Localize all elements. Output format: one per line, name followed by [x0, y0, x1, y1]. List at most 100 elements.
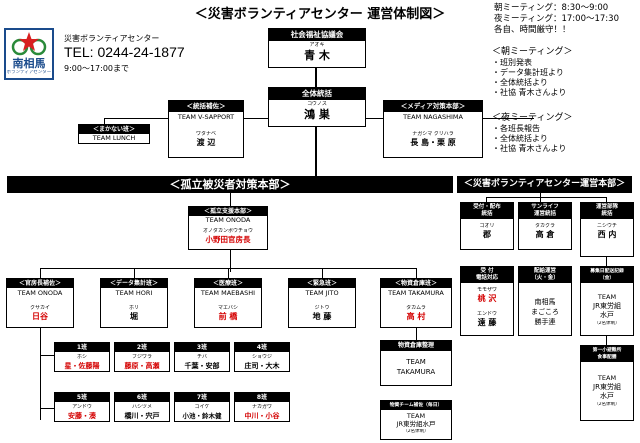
shien-box: ＜孤立支援本部＞ TEAM ONODA オノダカンポウチョウ 小野田官房長 — [188, 206, 268, 250]
team-box: ＜緊急班＞ TEAM JITO ジトウ 地 藤 — [288, 278, 356, 328]
team-name: TEAM MAEBASHI — [200, 289, 256, 297]
morning-meeting: ＜朝ミーティング＞ ・班別発表 ・データ集計班より ・全体統括より ・社協 青木… — [492, 46, 632, 98]
box-header: 募集日配送記録 （金） — [581, 267, 633, 283]
person-name: 堀 — [130, 312, 138, 321]
logo-emblem — [11, 32, 47, 56]
team-name: TEAM HORI — [115, 289, 153, 297]
name-ruby: ワタナベ — [195, 131, 216, 137]
person-name: 桃 沢 — [477, 294, 497, 303]
team-box: ＜官房長補佐＞ TEAM ONODA クサカイ 日谷 — [6, 278, 74, 328]
denwa-box: 受 付 電話対応 モモザワ 桃 沢 エンドウ 遠 藤 — [460, 266, 514, 336]
name-ruby: ジトウ — [314, 305, 330, 311]
saigai-hq-section-bar: ＜災害ボランティアセンター運営本部＞ — [457, 176, 632, 193]
schedule-note: 各自、時間厳守！！ — [494, 25, 571, 35]
team-name: TEAM TAKAMURA — [388, 289, 444, 297]
person-name: 星・佐藤陽 — [64, 362, 100, 370]
list-item: ・社協 青木さんより — [492, 88, 567, 97]
person-name: 前 橋 — [218, 312, 238, 321]
list-item: ・全体統括より — [492, 78, 548, 87]
connector — [486, 197, 487, 202]
list-item: ・班別発表 — [492, 58, 532, 67]
zentai-box: 全体統括 コウノス 鴻 巣 — [268, 87, 366, 127]
logo-text: 南相馬 — [12, 57, 46, 70]
box-header: 4班 — [235, 343, 289, 352]
name-ruby: フジワラ — [131, 354, 152, 360]
kyuko-box: 第一小避難所 食事配膳 TEAM JR東労組 水戸 （2名体制） — [580, 345, 634, 421]
team-name: TEAM LUNCH — [92, 134, 136, 142]
evening-meeting: ＜夜ミーティング＞ ・各班長報告 ・全体統括より ・社協 青木さんより — [492, 112, 632, 154]
person-name: 鴻 巣 — [304, 108, 330, 121]
connector — [40, 408, 54, 409]
team-name: TEAM V-SAPPORT — [177, 113, 235, 121]
note-text: （2名体制） — [594, 321, 620, 326]
han-box: 6班 ハシヅメ 橋川・宍戸 — [114, 392, 170, 422]
list-item: ・社協 青木さんより — [492, 144, 567, 153]
note-text: （2名体制） — [403, 429, 429, 434]
team-name: TEAM ONODA — [17, 289, 63, 297]
person-name: 西 内 — [597, 230, 617, 239]
unei-box: 運営部隊 統括 ニシウチ 西 内 — [580, 202, 634, 257]
box-header: ＜データ集計班＞ — [101, 279, 167, 288]
connector — [228, 268, 229, 278]
person-name: 地 藤 — [312, 312, 332, 321]
shakyo-box: 社会福祉協議会 アオキ 青 木 — [268, 28, 366, 68]
connector — [230, 250, 231, 272]
box-header: 物資倉庫整理 — [381, 341, 451, 351]
org-name: 水戸 — [600, 311, 614, 319]
connector — [104, 118, 105, 124]
logo-subtext: ボランティアセンター — [6, 70, 52, 75]
team-name: TEAM — [406, 412, 426, 420]
han-box: 7班 コイケ 小池・鈴木健 — [174, 392, 230, 422]
box-header: 6班 — [115, 393, 169, 402]
list-item: ・全体統括より — [492, 134, 548, 143]
name-ruby: ホリ — [128, 305, 139, 311]
person-name: 日谷 — [32, 312, 48, 321]
page-title: ＜災害ボランティアセンター 運営体制図＞ — [194, 7, 446, 22]
center-name: 災害ボランティアセンター — [64, 34, 160, 43]
org-name: まごころ — [531, 308, 559, 316]
sunlife-box: サンライフ 運営統括 タカクラ 高 倉 — [518, 202, 572, 250]
connector — [315, 126, 317, 176]
list-item: ・データ集計班より — [492, 68, 564, 77]
box-header: 受 付 電話対応 — [461, 267, 513, 283]
box-header: 2班 — [115, 343, 169, 352]
org-name: JR東労組 — [593, 383, 621, 391]
name-ruby: ホシ — [76, 354, 87, 360]
person-name: 渡 辺 — [196, 138, 216, 147]
name-ruby: コイケ — [194, 404, 210, 410]
team-name: TEAM JITO — [305, 289, 339, 297]
koritsu-section-bar: ＜孤立被災者対策本部＞ — [7, 176, 453, 193]
team-name: TEAM — [406, 358, 426, 366]
box-header: 5班 — [55, 393, 109, 402]
org-name: JR東労組 — [593, 302, 621, 310]
connector — [606, 197, 607, 202]
box-header: ＜医療班＞ — [195, 279, 261, 288]
han-box: 2班 フジワラ 藤原・高瀬 — [114, 342, 170, 372]
list-item: ・各班長報告 — [492, 124, 540, 133]
person-name: 藤原・高瀬 — [124, 362, 160, 370]
han-box: 8班 ナカガワ 中川・小谷 — [234, 392, 290, 422]
person-name: 安藤・湊 — [68, 412, 96, 420]
connector — [230, 190, 231, 206]
box-header: 社会福祉協議会 — [269, 29, 365, 41]
org-name: 南相馬 — [534, 298, 556, 306]
box-header: ＜孤立支援本部＞ — [189, 207, 267, 216]
name-ruby: ハシヅメ — [131, 404, 152, 410]
name-ruby: タカムラ — [406, 305, 426, 311]
name-ruby: クサカイ — [29, 305, 50, 311]
person-name: 青 木 — [304, 49, 330, 62]
box-header: 配給運営 （火・金） — [519, 267, 571, 283]
box-header: 物資チーム補佐（毎日） — [381, 401, 451, 410]
person-name: 遠 藤 — [477, 318, 497, 327]
center-phone[interactable]: TEL: 0244-24-1877 — [64, 44, 185, 60]
name-ruby: コウノス — [307, 101, 327, 107]
box-header: 全体統括 — [269, 88, 365, 100]
team-name: TEAM ONODA — [205, 216, 251, 224]
tokatsu-box: ＜統括補佐＞ TEAM V-SAPPORT ワタナベ 渡 辺 — [168, 100, 244, 158]
name-ruby: ナガシマ クリハラ — [412, 131, 454, 137]
name-ruby: オノダカンポウチョウ — [202, 228, 253, 234]
name-ruby: エンドウ — [476, 311, 497, 317]
morning-meeting-title: ＜朝ミーティング＞ — [492, 47, 573, 57]
box-header: 7班 — [175, 393, 229, 402]
person-name: 高 倉 — [535, 230, 555, 239]
